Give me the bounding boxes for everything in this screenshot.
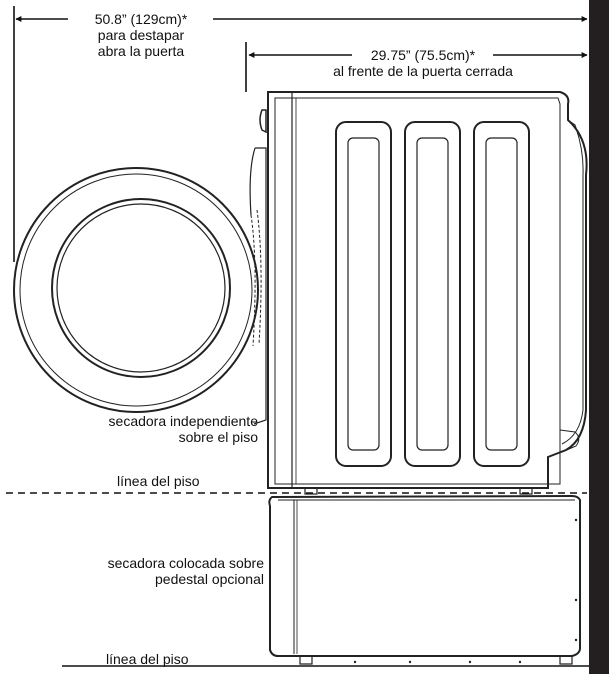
pedestal-line-2: pedestal opcional — [155, 571, 264, 587]
total-depth-measurement: 50.8” (129cm)* — [94, 11, 188, 27]
wall — [589, 0, 609, 674]
upper-floor-line-label: línea del piso — [117, 473, 200, 489]
freestanding-label: secadora independiente sobre el piso — [60, 413, 258, 445]
pedestal-line-1: secadora colocada sobre — [107, 555, 264, 571]
pedestal-label: secadora colocada sobre pedestal opciona… — [60, 555, 264, 587]
total-depth-label: 50.8” (129cm)* para destapar abra la pue… — [70, 11, 212, 59]
total-depth-dimension-line — [13, 6, 588, 262]
closed-depth-dimension-line — [245, 42, 588, 92]
lower-floor-line-label: línea del piso — [106, 651, 189, 667]
open-door — [13, 167, 259, 413]
closed-depth-label: 29.75” (75.5cm)* al frente de la puerta … — [305, 47, 541, 79]
door-hinge-hidden-outline — [250, 209, 262, 347]
closed-depth-measurement: 29.75” (75.5cm)* — [370, 47, 476, 63]
closed-depth-note: al frente de la puerta cerrada — [333, 63, 513, 79]
total-depth-note-1: para destapar — [97, 27, 185, 43]
freestanding-line-2: sobre el piso — [178, 429, 258, 445]
dryer-side-view — [249, 91, 588, 495]
pedestal — [268, 494, 581, 665]
freestanding-line-1: secadora independiente — [108, 413, 258, 429]
total-depth-note-2: abra la puerta — [97, 43, 185, 59]
